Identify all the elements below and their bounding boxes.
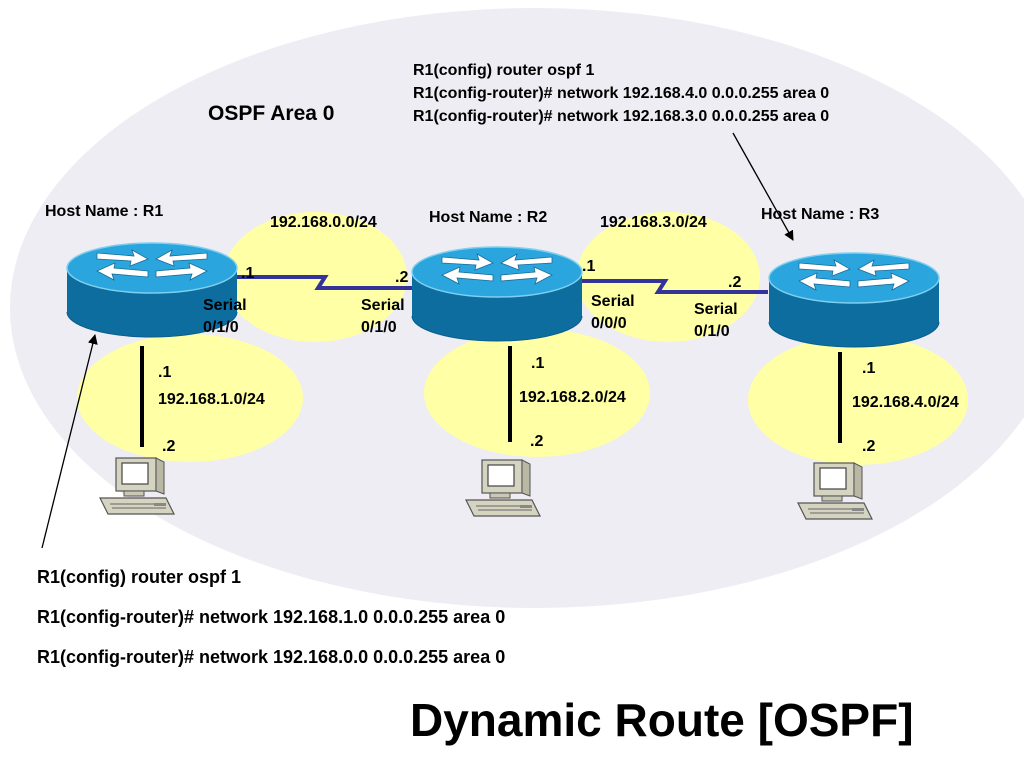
router-r3-hostname: Host Name : R3 — [761, 206, 880, 223]
lan-r2-host-address: .2 — [530, 433, 544, 450]
interface-port: 0/1/0 — [203, 319, 239, 336]
router-r2-icon — [411, 246, 583, 342]
interface-port: 0/0/0 — [591, 315, 627, 332]
r1-command-line: R1(config-router)# network 192.168.1.0 0… — [37, 607, 506, 627]
subnet-r2-r3-ellipse — [576, 212, 760, 342]
router-r1-hostname: Host Name : R1 — [45, 203, 164, 220]
link-r1-r2-right-interface: Serial 0/1/0 — [361, 296, 405, 337]
link-r2-r3-network: 192.168.3.0/24 — [600, 214, 707, 231]
link-r2-r3-left-interface: Serial 0/0/0 — [591, 292, 635, 333]
link-r2-r3-left-address: .1 — [582, 258, 596, 275]
link-r1-r2-right-address: .2 — [395, 269, 409, 286]
lan-r2-router-address: .1 — [531, 355, 545, 372]
r1-command-line: R1(config) router ospf 1 — [37, 567, 242, 587]
lan-r1-host-address: .2 — [162, 438, 176, 455]
serial-link-r2-r3 — [580, 279, 768, 294]
lan-r3-network: 192.168.4.0/24 — [852, 394, 959, 411]
lan-r1-network: 192.168.1.0/24 — [158, 391, 265, 408]
interface-port: 0/1/0 — [694, 323, 730, 340]
annotation-arrow-r3 — [732, 132, 794, 241]
interface-type: Serial — [694, 301, 738, 318]
link-r1-r2-network: 192.168.0.0/24 — [270, 214, 377, 231]
r3-command-line: R1(config-router)# network 192.168.3.0 0… — [413, 108, 830, 125]
link-r1-r2-left-address: .1 — [241, 265, 255, 282]
page-title: Dynamic Route [OSPF] — [410, 694, 914, 746]
r3-command-line: R1(config-router)# network 192.168.4.0 0… — [413, 85, 830, 102]
r3-command-block: R1(config) router ospf 1 R1(config-route… — [413, 61, 829, 126]
router-r2-hostname: Host Name : R2 — [429, 209, 548, 226]
link-r2-r3-right-address: .2 — [728, 274, 742, 291]
router-r3-icon — [768, 252, 940, 348]
lan-r3-router-address: .1 — [862, 360, 876, 377]
ospf-area-label: OSPF Area 0 — [208, 102, 335, 125]
lan-r3-host-address: .2 — [862, 438, 876, 455]
subnet-lan-r2-ellipse — [424, 329, 650, 457]
annotation-arrow-r1 — [41, 334, 98, 549]
link-r1-r2-left-interface: Serial 0/1/0 — [203, 296, 247, 337]
subnet-lan-r1-ellipse — [77, 334, 303, 462]
serial-link-r1-r2 — [233, 275, 412, 290]
interface-type: Serial — [361, 297, 405, 314]
r1-command-line: R1(config-router)# network 192.168.0.0 0… — [37, 647, 506, 667]
lan-r2-network: 192.168.2.0/24 — [519, 389, 626, 406]
lan-r1-router-address: .1 — [158, 364, 172, 381]
interface-type: Serial — [591, 293, 635, 310]
interface-port: 0/1/0 — [361, 319, 397, 336]
interface-type: Serial — [203, 297, 247, 314]
link-r2-r3-right-interface: Serial 0/1/0 — [694, 300, 738, 341]
r3-command-line: R1(config) router ospf 1 — [413, 62, 595, 79]
subnet-lan-r3-ellipse — [748, 335, 968, 465]
